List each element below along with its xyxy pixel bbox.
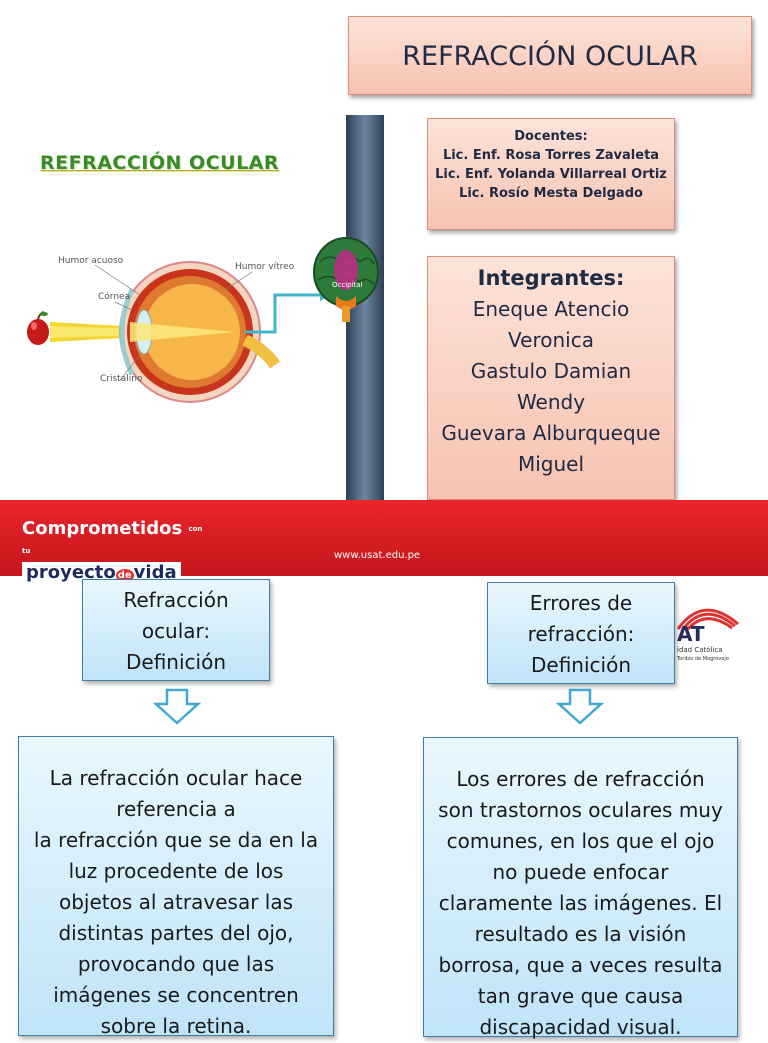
usat-logo-line2: Toribio de Mogrovejo	[677, 656, 729, 662]
body-line: discapacidad visual.	[479, 1015, 682, 1039]
section-heading-line: Definición	[126, 650, 226, 674]
section-heading-line: Errores de	[529, 591, 633, 615]
brain-icon	[313, 237, 379, 322]
title-box: REFRACCIÓN OCULAR	[348, 16, 752, 95]
usat-logo: AT idad Católica Toribio de Mogrovejo	[663, 594, 743, 674]
integrante-name: Gastulo Damian	[470, 359, 632, 383]
integrante-name: Veronica	[508, 328, 594, 352]
integrante-name: Guevara Alburqueque	[441, 421, 661, 445]
slogan-proyecto: proyecto	[26, 562, 116, 583]
label-cristalino: Cristalino	[100, 374, 143, 384]
slogan-small-tu: tu	[22, 547, 31, 555]
body-line: borrosa, que a veces resulta	[438, 953, 723, 977]
body-line: sobre la retina.	[100, 1014, 252, 1038]
page-title: REFRACCIÓN OCULAR	[402, 41, 698, 72]
label-humor-vitreo: Humor vítreo	[235, 262, 295, 272]
body-line: objetos al atravesar las	[58, 890, 294, 914]
integrante-name: Eneque Atencio	[472, 297, 630, 321]
docente-name: Lic. Enf. Rosa Torres Zavaleta	[442, 148, 660, 163]
body-line: referencia a	[116, 797, 236, 821]
body-line: La refracción ocular hace	[49, 766, 303, 790]
usat-arcs-icon	[676, 608, 739, 631]
body-line: imágenes se concentren	[53, 983, 299, 1007]
body-line: luz procedente de los	[68, 859, 284, 883]
label-humor-acuoso: Humor acuoso	[58, 256, 124, 266]
slogan-de: de	[115, 569, 134, 582]
section-heading-line: Definición	[531, 653, 631, 677]
integrante-name: Miguel	[517, 452, 585, 476]
errores-definicion-box: Errores de refracción: Definición	[487, 582, 675, 684]
section-heading-line: refracción:	[527, 622, 635, 646]
body-line: son trastornos oculares muy	[438, 798, 723, 822]
docente-name: Lic. Rosío Mesta Delgado	[459, 186, 643, 201]
body-line: distintas partes del ojo,	[58, 921, 294, 945]
eye-illustration: Humor acuoso Córnea Cristalino Humor vít…	[20, 240, 365, 440]
slogan-main: Comprometidos	[22, 518, 183, 539]
refraccion-definicion-text: La refracción ocular hace referencia a l…	[18, 736, 334, 1038]
section-heading-line: ocular:	[141, 619, 211, 643]
refraccion-definicion-box: Refracción ocular: Definición	[82, 579, 270, 681]
slogan-vida: vida	[133, 562, 177, 583]
body-line: comunes, en los que el ojo	[446, 829, 715, 853]
errores-definicion-text: Los errores de refracción son trastornos…	[423, 737, 738, 1039]
body-line: tan grave que causa	[477, 984, 684, 1008]
integrante-name: Wendy	[516, 390, 586, 414]
slogan-small-con: con	[188, 525, 203, 533]
banner-url[interactable]: www.usat.edu.pe	[334, 550, 421, 561]
body-line: Los errores de refracción	[456, 767, 705, 791]
usat-logo-line1: idad Católica	[677, 646, 723, 654]
eye-diagram-icon	[27, 261, 330, 403]
label-occipital: Occipital	[332, 281, 363, 289]
label-cornea: Córnea	[98, 292, 131, 302]
docente-name: Lic. Enf. Yolanda Villarreal Ortiz	[435, 167, 667, 182]
illustration-title: REFRACCIÓN OCULAR	[40, 152, 280, 174]
body-line: resultado es la visión	[474, 922, 687, 946]
usat-logo-text: AT	[677, 622, 705, 646]
down-arrow-icon	[556, 688, 604, 725]
apple-icon	[27, 311, 49, 345]
docentes-heading: Docentes:	[514, 129, 588, 144]
docentes-box: Docentes: Lic. Enf. Rosa Torres Zavaleta…	[427, 118, 675, 230]
down-arrow-icon	[153, 688, 201, 725]
body-line: claramente las imágenes. El	[438, 891, 723, 915]
body-line: provocando que las	[77, 952, 275, 976]
integrantes-box: Integrantes: Eneque Atencio Veronica Gas…	[427, 256, 675, 500]
section-heading-line: Refracción	[123, 588, 229, 612]
integrantes-heading: Integrantes:	[477, 266, 625, 290]
body-line: la refracción que se da en la	[33, 828, 319, 852]
body-line: no puede enfocar	[492, 860, 669, 884]
